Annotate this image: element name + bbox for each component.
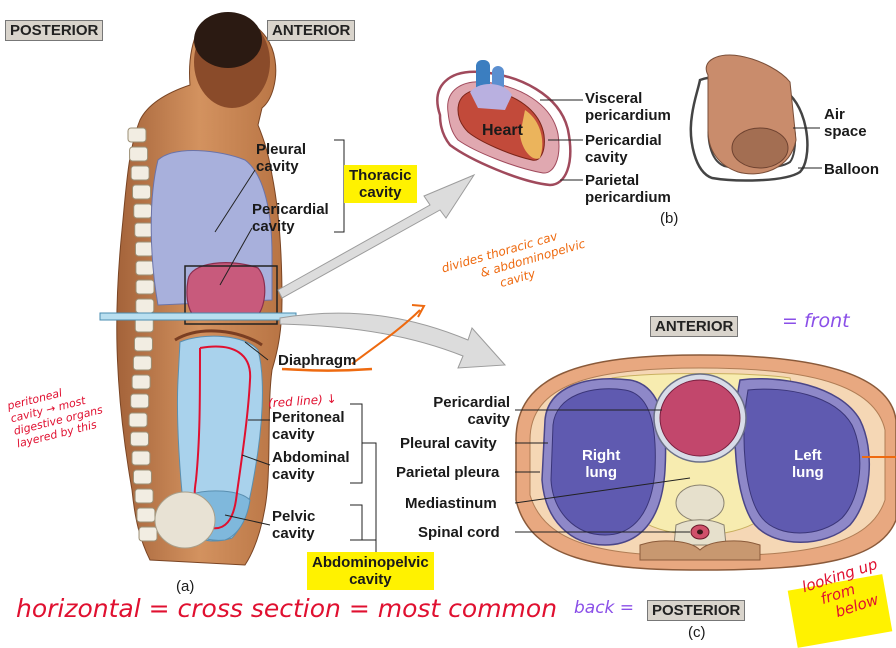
vertebra bbox=[127, 127, 147, 143]
zoom-arrow-to-c bbox=[279, 312, 507, 369]
parietal-line1: Parietal bbox=[585, 172, 640, 189]
left-lung-line1: Left bbox=[794, 447, 822, 464]
transverse-plane bbox=[99, 312, 297, 321]
peritoneal-cavity-label: Peritoneal cavity bbox=[272, 409, 345, 443]
pericardial-cavity-line1: Pericardial bbox=[252, 201, 329, 218]
diaphragm-label: Diaphragm bbox=[278, 352, 357, 369]
visceral-pericardium-label: Visceral pericardium bbox=[585, 90, 671, 124]
left-lung-label: Left lung bbox=[792, 447, 824, 481]
vertebra bbox=[134, 488, 154, 504]
vertebra bbox=[130, 393, 150, 409]
vertebra bbox=[136, 507, 156, 523]
pericardial-b-line2: cavity bbox=[585, 149, 628, 166]
ink-strokes bbox=[281, 304, 896, 458]
vertebra bbox=[132, 355, 152, 371]
vertebra bbox=[138, 526, 158, 542]
left-lung-line2: lung bbox=[792, 464, 824, 481]
parietal-pericardium-label: Parietal pericardium bbox=[585, 172, 671, 206]
right-lung-line2: lung bbox=[585, 464, 617, 481]
pelvic-line2: cavity bbox=[272, 525, 315, 542]
pelvic-line1: Pelvic bbox=[272, 508, 316, 525]
peritoneal-line2: cavity bbox=[272, 426, 315, 443]
visceral-line2: pericardium bbox=[585, 107, 671, 124]
front-note: = front bbox=[782, 310, 850, 332]
diaphragm-curve bbox=[174, 329, 263, 347]
pericardial-c-line1: Pericardial bbox=[433, 394, 510, 411]
vertebra bbox=[134, 241, 154, 257]
parietal-pleura-label: Parietal pleura bbox=[396, 464, 500, 481]
pericardial-cavity-line2: cavity bbox=[252, 218, 295, 235]
pleural-cavity-line2: cavity bbox=[256, 158, 299, 175]
vertebra bbox=[131, 450, 151, 466]
anterior-label-c: ANTERIOR bbox=[650, 316, 739, 337]
vertebra bbox=[132, 469, 152, 485]
mediastinum-label: Mediastinum bbox=[405, 495, 497, 512]
anterior-label-a: ANTERIOR bbox=[267, 20, 356, 41]
balloon-fist-diagram bbox=[689, 54, 822, 182]
visceral-line1: Visceral bbox=[585, 90, 643, 107]
peritoneal-red-line bbox=[193, 345, 252, 530]
leader-lines-c bbox=[514, 409, 691, 533]
zoom-arrow-to-b bbox=[277, 173, 476, 299]
abdominopelvic-cavity-label: Abdominopelvic cavity bbox=[307, 552, 434, 590]
caption-c: (c) bbox=[688, 624, 706, 641]
vertebra bbox=[129, 146, 149, 162]
pericardial-cavity-c-label: Pericardial cavity bbox=[424, 394, 510, 428]
caption-b: (b) bbox=[660, 210, 679, 227]
vertebra bbox=[128, 412, 148, 428]
vertebra bbox=[134, 222, 154, 238]
pleural-cavity-c-label: Pleural cavity bbox=[400, 435, 497, 452]
peritoneal-line1: Peritoneal bbox=[272, 409, 345, 426]
vertebra bbox=[133, 336, 153, 352]
vertebra bbox=[135, 298, 155, 314]
vertebra bbox=[130, 431, 150, 447]
right-lung-label: Right lung bbox=[582, 447, 620, 481]
vertebra bbox=[133, 203, 153, 219]
thoracic-cavity-line1: Thoracic bbox=[349, 167, 412, 184]
posterior-label-a: POSTERIOR bbox=[5, 20, 104, 41]
vertebra bbox=[132, 184, 152, 200]
thoracic-cavity-label: Thoracic cavity bbox=[344, 165, 417, 203]
spinal-cord-label: Spinal cord bbox=[418, 524, 500, 541]
balloon-label: Balloon bbox=[824, 161, 879, 178]
abdominal-line1: Abdominal bbox=[272, 449, 350, 466]
vertebra bbox=[130, 165, 150, 181]
pericardial-cavity-label: Pericardial cavity bbox=[252, 201, 329, 235]
pericardial-cavity-b-label: Pericardial cavity bbox=[585, 132, 662, 166]
abdominal-cavity-label: Abdominal cavity bbox=[272, 449, 350, 483]
pericardial-c-line2: cavity bbox=[467, 411, 510, 428]
spine bbox=[127, 127, 158, 542]
air-line2: space bbox=[824, 123, 867, 140]
right-lung-line1: Right bbox=[582, 447, 621, 464]
back-note: back = bbox=[574, 598, 635, 618]
thoracic-cavity-line2: cavity bbox=[358, 184, 402, 201]
pericardial-b-line1: Pericardial bbox=[585, 132, 662, 149]
abdominal-line2: cavity bbox=[272, 466, 315, 483]
cross-section bbox=[514, 354, 896, 571]
air-line1: Air bbox=[824, 106, 845, 123]
horizontal-note: horizontal = cross section = most common bbox=[16, 594, 558, 623]
posterior-label-c: POSTERIOR bbox=[647, 600, 746, 621]
pericardium-diagram bbox=[436, 60, 583, 187]
pleural-cavity-label: Pleural cavity bbox=[256, 141, 306, 175]
abdominopelvic-line1: Abdominopelvic bbox=[312, 554, 429, 571]
pelvis-bone bbox=[154, 491, 216, 549]
air-space-label: Air space bbox=[824, 106, 867, 140]
vertebra bbox=[135, 260, 155, 276]
abdominopelvic-line2: cavity bbox=[349, 571, 392, 588]
heart-label: Heart bbox=[482, 122, 523, 139]
pericardial-cavity-region bbox=[186, 262, 266, 319]
parietal-line2: pericardium bbox=[585, 189, 671, 206]
caption-a: (a) bbox=[176, 578, 195, 595]
pleural-cavity-line1: Pleural bbox=[256, 141, 307, 158]
vertebra bbox=[131, 374, 151, 390]
pelvic-cavity-label: Pelvic cavity bbox=[272, 508, 315, 542]
vertebra bbox=[135, 279, 155, 295]
